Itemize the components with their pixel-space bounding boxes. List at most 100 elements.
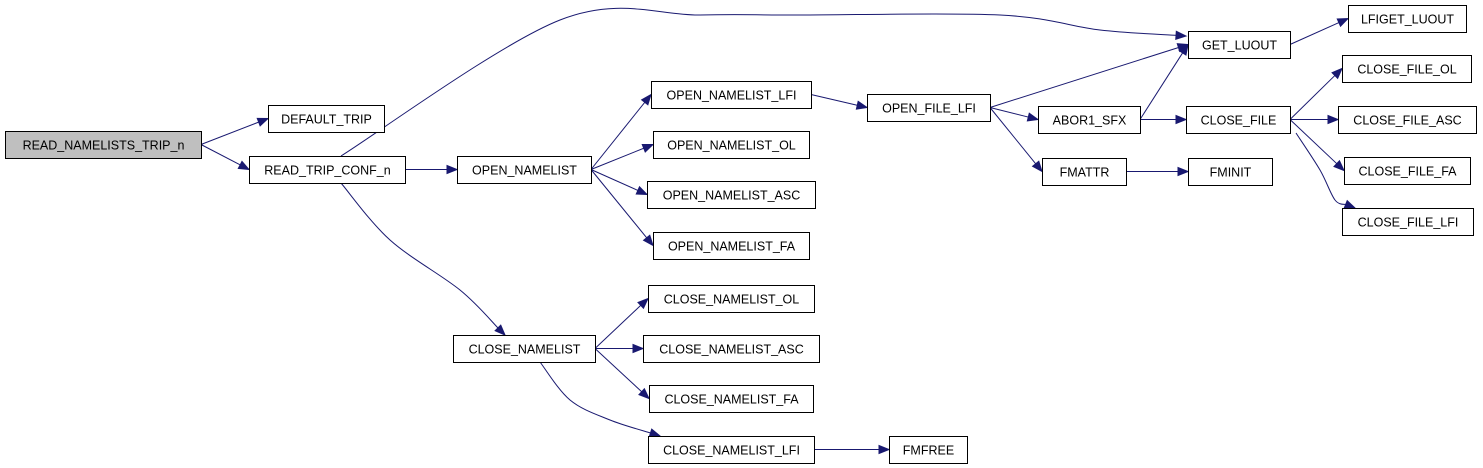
node-label: CLOSE_NAMELIST <box>469 343 581 357</box>
edge-line <box>340 182 499 329</box>
node-label: OPEN_NAMELIST_LFI <box>667 89 797 103</box>
node-box <box>1188 31 1291 59</box>
node-label: OPEN_NAMELIST <box>472 164 577 178</box>
node-read-trip-conf-n[interactable]: READ_TRIP_CONF_n <box>249 156 406 184</box>
edge-arrowhead <box>637 297 649 310</box>
edge-arrowhead <box>1333 159 1345 172</box>
node-close-file-fa[interactable]: CLOSE_FILE_FA <box>1344 157 1471 185</box>
node-open-namelist-ol[interactable]: OPEN_NAMELIST_OL <box>653 131 810 159</box>
node-label: CLOSE_FILE_FA <box>1359 165 1458 179</box>
edge-line <box>590 169 639 192</box>
call-edge-close_file-to-close_file_ol <box>1289 67 1343 120</box>
edge-arrowhead <box>1178 43 1189 56</box>
node-default-trip[interactable]: DEFAULT_TRIP <box>268 105 385 133</box>
edge-line <box>590 147 645 170</box>
node-open-namelist-lfi[interactable]: OPEN_NAMELIST_LFI <box>651 81 812 109</box>
node-close-file-lfi[interactable]: CLOSE_FILE_LFI <box>1342 208 1474 236</box>
edge-arrowhead <box>1026 112 1040 122</box>
edge-arrowhead <box>1336 17 1350 28</box>
node-open-namelist-asc[interactable]: OPEN_NAMELIST_ASC <box>647 181 816 209</box>
node-box <box>453 335 596 363</box>
node-close-namelist[interactable]: CLOSE_NAMELIST <box>453 335 596 363</box>
node-label: CLOSE_NAMELIST_OL <box>664 293 800 307</box>
node-close-file[interactable]: CLOSE_FILE <box>1186 106 1291 134</box>
call-edge-close_namelist-to-close_namelist_fa <box>594 348 650 400</box>
edge-arrowhead <box>446 164 459 175</box>
call-edge-read_trip_conf_n-to-get_luout <box>340 7 1188 157</box>
edge-arrowhead <box>635 185 649 196</box>
edge-line <box>989 107 1030 118</box>
node-box <box>1042 158 1127 186</box>
node-box <box>653 232 810 260</box>
node-label: CLOSE_NAMELIST_ASC <box>659 343 804 357</box>
call-edge-read_trip_conf_n-to-close_namelist <box>340 182 506 336</box>
edge-line <box>1295 132 1347 206</box>
call-edge-close_file-to-close_file_fa <box>1289 119 1345 172</box>
node-label: DEFAULT_TRIP <box>281 113 372 127</box>
node-close-file-ol[interactable]: CLOSE_FILE_OL <box>1342 55 1472 83</box>
node-box <box>249 156 406 184</box>
node-lfiget-luout[interactable]: LFIGET_LUOUT <box>1348 5 1467 33</box>
call-edge-open_file_lfi-to-get_luout <box>989 43 1190 108</box>
node-close-namelist-fa[interactable]: CLOSE_NAMELIST_FA <box>649 385 814 413</box>
node-label: FMATTR <box>1060 166 1110 180</box>
node-box <box>648 285 815 313</box>
edge-arrowhead <box>1031 160 1043 173</box>
node-label: READ_TRIP_CONF_n <box>264 164 390 178</box>
node-fmattr[interactable]: FMATTR <box>1042 158 1127 186</box>
node-label: OPEN_FILE_LFI <box>882 102 976 116</box>
call-edge-close_file-to-close_file_asc <box>1290 114 1340 125</box>
node-label: CLOSE_FILE <box>1201 114 1277 128</box>
node-close-namelist-ol[interactable]: CLOSE_NAMELIST_OL <box>648 285 815 313</box>
node-abor1-sfx[interactable]: ABOR1_SFX <box>1038 106 1141 134</box>
edge-line <box>1289 119 1338 165</box>
edge-line <box>989 46 1180 108</box>
call-edge-fmattr-to-fminit <box>1126 166 1190 177</box>
edge-arrowhead <box>855 100 869 110</box>
node-open-namelist[interactable]: OPEN_NAMELIST <box>457 156 592 184</box>
node-box <box>889 436 968 464</box>
call-edge-open_namelist-to-open_namelist_asc <box>590 169 649 196</box>
edge-line <box>594 304 642 349</box>
call-edge-read_namelists_trip_n-to-read_trip_conf_n <box>200 144 251 171</box>
edge-line <box>200 121 260 145</box>
edge-arrowhead <box>1331 67 1343 80</box>
call-edge-abor1_sfx-to-close_file <box>1140 114 1188 125</box>
edge-arrowhead <box>642 234 654 247</box>
node-fminit[interactable]: FMINIT <box>1188 158 1273 186</box>
edge-arrowhead <box>638 387 650 400</box>
node-box <box>1344 157 1471 185</box>
edge-arrowhead <box>1175 114 1188 125</box>
edge-line <box>539 361 652 434</box>
node-label: CLOSE_NAMELIST_LFI <box>663 444 800 458</box>
call-edge-open_namelist-to-open_namelist_lfi <box>590 93 652 170</box>
node-close-namelist-lfi[interactable]: CLOSE_NAMELIST_LFI <box>648 436 815 464</box>
node-box <box>1038 106 1141 134</box>
call-edges <box>200 7 1357 455</box>
node-box <box>5 131 202 159</box>
node-box <box>1186 106 1291 134</box>
node-close-namelist-asc[interactable]: CLOSE_NAMELIST_ASC <box>643 335 820 363</box>
call-edge-open_file_lfi-to-abor1_sfx <box>989 107 1040 122</box>
node-fmfree[interactable]: FMFREE <box>889 436 968 464</box>
edge-line <box>594 348 643 393</box>
node-label: READ_NAMELISTS_TRIP_n <box>23 139 185 153</box>
edge-line <box>590 101 646 170</box>
node-label: ABOR1_SFX <box>1053 114 1127 128</box>
call-edge-close_namelist-to-close_namelist_asc <box>595 343 645 354</box>
node-open-file-lfi[interactable]: OPEN_FILE_LFI <box>867 94 991 122</box>
edge-line <box>590 169 648 239</box>
edge-arrowhead <box>641 143 655 153</box>
node-box <box>1338 106 1477 134</box>
node-label: CLOSE_FILE_ASC <box>1353 114 1461 128</box>
node-box <box>1348 5 1467 33</box>
node-close-file-asc[interactable]: CLOSE_FILE_ASC <box>1338 106 1477 134</box>
node-box <box>647 181 816 209</box>
node-box <box>643 335 820 363</box>
edge-arrowhead <box>632 343 645 354</box>
node-label: FMFREE <box>903 444 954 458</box>
node-open-namelist-fa[interactable]: OPEN_NAMELIST_FA <box>653 232 810 260</box>
edge-line <box>989 107 1037 165</box>
node-get-luout[interactable]: GET_LUOUT <box>1188 31 1291 59</box>
